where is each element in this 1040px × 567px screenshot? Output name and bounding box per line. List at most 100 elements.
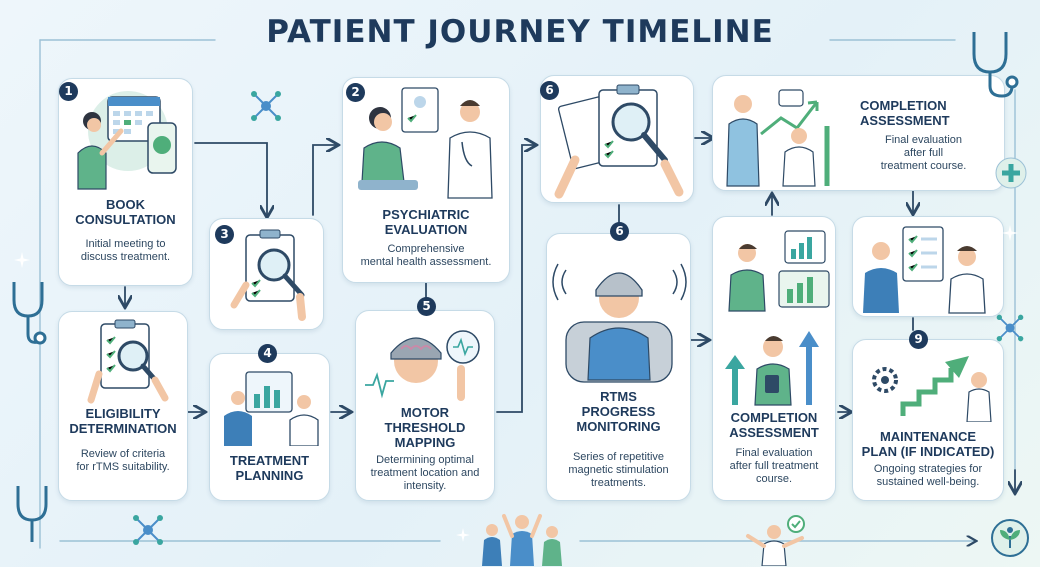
step-desc-line: Final evaluation: [735, 447, 813, 459]
step-card-6-review[interactable]: 6: [540, 75, 694, 203]
molecule-icon: [133, 515, 163, 545]
step-card-completion-assessment[interactable]: COMPLETION ASSESSMENT Final evaluation a…: [712, 216, 836, 501]
treatment-planning-illustration: [224, 371, 319, 446]
step-title: PSYCHIATRIC EVALUATION: [343, 207, 509, 237]
step-card-completion-assessment-top[interactable]: COMPLETION ASSESSMENT Final evaluation a…: [712, 75, 1005, 191]
step-card-follow-up-review[interactable]: [852, 216, 1004, 317]
step-title-line: TREATMENT: [229, 453, 310, 468]
step-desc-line: sustained well-being.: [876, 476, 980, 488]
step-title: MAINTENANCE PLAN (if indicated): [853, 429, 1003, 459]
step-desc-line: Determining optimal: [376, 454, 474, 466]
step-description: Review of criteria for rTMS suitability.: [65, 448, 181, 474]
stethoscope-icon: [16, 486, 48, 542]
step-description: Comprehensive mental health assessment.: [349, 243, 503, 269]
step-title-line: CONSULTATION: [75, 212, 176, 227]
step-title-line: rTMS: [600, 389, 637, 404]
consultation-illustration: [77, 91, 177, 190]
step-card-psychiatric-evaluation[interactable]: 2 PSYCHIATRIC EVALUATION Comprehensive m…: [342, 77, 510, 283]
evaluation-illustration: [358, 87, 493, 199]
step-title-line: MOTOR: [400, 405, 450, 420]
step-title-line: PROGRESS: [581, 404, 656, 419]
growth-leaf-icon: [991, 519, 1029, 557]
step-title-line: COMPLETION: [730, 410, 818, 425]
maintenance-growth-illustration: [872, 356, 992, 422]
step-title-line: ASSESSMENT: [729, 425, 819, 440]
step-number-badge: 5: [417, 297, 436, 316]
document-review-illustration: [554, 84, 684, 199]
arrow-1-3: [194, 142, 267, 216]
step-card-book-consultation[interactable]: 1 BOOK CONSULTATION Initial meeting to d…: [58, 78, 193, 286]
step-description: Ongoing strategies for sustained well-be…: [859, 463, 997, 489]
arrow-5-6: [496, 145, 535, 413]
step-desc-line: intensity.: [403, 480, 447, 492]
doctor-approval-illustration: [746, 515, 805, 566]
threshold-mapping-illustration: [365, 330, 480, 401]
step-desc-line: magnetic stimulation: [568, 464, 669, 476]
assessment-chart-illustration: [728, 230, 830, 312]
step-desc-line: treatment location and: [370, 467, 480, 479]
step-number-badge: 9: [909, 330, 928, 349]
step-card-3[interactable]: 3: [209, 218, 324, 330]
sparkle-icon: [1002, 225, 1018, 241]
arrow-3-2: [312, 145, 337, 216]
step-description: Final evaluation after full treatment co…: [719, 447, 829, 486]
step-title: MOTOR THRESHOLD MAPPING: [356, 405, 494, 450]
step-desc-line: Comprehensive: [387, 243, 465, 255]
molecule-icon: [251, 91, 281, 121]
step-description: Series of repetitive magnetic stimulatio…: [553, 451, 684, 490]
step-desc-line: discuss treatment.: [80, 251, 171, 263]
sparkle-icon: [456, 528, 470, 542]
step-card-eligibility-determination[interactable]: ELIGIBILITY DETERMINATION Review of crit…: [58, 311, 188, 501]
step-desc-line: Series of repetitive: [572, 451, 665, 463]
page-title: PATIENT JOURNEY TIMELINE: [266, 14, 774, 50]
step-title: rTMS PROGRESS MONITORING: [547, 389, 690, 434]
step-title-line: DETERMINATION: [69, 421, 177, 436]
step-title-line: ASSESSMENT: [860, 113, 950, 128]
step-number-badge: 3: [215, 225, 234, 244]
step-desc-line: Review of criteria: [80, 448, 166, 460]
step-title: TREATMENT PLANNING: [210, 453, 329, 483]
rtms-session-illustration: [552, 263, 687, 383]
step-title-line: PLAN (if indicated): [861, 444, 995, 459]
step-card-maintenance-plan[interactable]: 9 MAINTENANCE PLAN (if indicated) Ongoin…: [852, 330, 1004, 501]
step-title-line: THRESHOLD: [384, 420, 466, 435]
step-description: Initial meeting to discuss treatment.: [65, 238, 186, 264]
step-title-line: COMPLETION: [860, 98, 947, 113]
step-number-badge: 1: [59, 82, 78, 101]
step-title: ELIGIBILITY DETERMINATION: [59, 406, 187, 436]
step-desc-line: Final evaluation: [884, 134, 963, 146]
step-desc-line: course.: [755, 473, 793, 485]
clipboard-review-illustration: [230, 229, 306, 321]
step-card-motor-threshold-mapping[interactable]: 5 MOTOR THRESHOLD MAPPING Determining op…: [355, 297, 495, 501]
celebrating-people-illustration: [482, 514, 562, 566]
growth-arrows-illustration: [725, 331, 819, 406]
step-number-badge: 4: [258, 344, 277, 363]
molecule-icon: [996, 314, 1024, 342]
step-desc-line: treatments.: [590, 477, 647, 489]
step-number-badge: 2: [346, 83, 365, 102]
medical-cross-icon: [995, 157, 1027, 189]
step-title-line: EVALUATION: [384, 222, 468, 237]
step-description: Determining optimal treatment location a…: [362, 454, 488, 493]
step-title-line: BOOK: [106, 197, 145, 212]
step-title: COMPLETION ASSESSMENT: [713, 410, 835, 440]
step-desc-line: after full treatment: [729, 460, 819, 472]
step-title-line: MONITORING: [576, 419, 661, 434]
step-card-rtms-progress-monitoring[interactable]: 6 rTMS PROGRESS MONITORING Series of rep…: [546, 222, 691, 501]
step-title-line: PSYCHIATRIC: [382, 207, 470, 222]
step-desc-line: Ongoing strategies for: [873, 463, 983, 475]
step-description: Final evaluation after full treatment co…: [851, 134, 996, 173]
step-title: COMPLETION ASSESSMENT: [848, 98, 1004, 128]
step-desc-line: Initial meeting to: [85, 238, 166, 250]
step-title: BOOK CONSULTATION: [59, 197, 192, 227]
step-desc-line: mental health assessment.: [360, 256, 492, 268]
clipboard-magnifier-illustration: [87, 319, 169, 404]
step-number-badge: 6: [540, 81, 559, 100]
follow-up-illustration: [863, 226, 986, 314]
progress-review-illustration: [726, 89, 830, 187]
step-desc-line: after full: [903, 147, 944, 159]
step-title-line: ELIGIBILITY: [85, 406, 161, 421]
step-desc-line: for rTMS suitability.: [76, 461, 170, 473]
sparkle-icon: [14, 252, 30, 268]
step-card-treatment-planning[interactable]: 4 TREATMENT PLANNING: [209, 344, 330, 501]
